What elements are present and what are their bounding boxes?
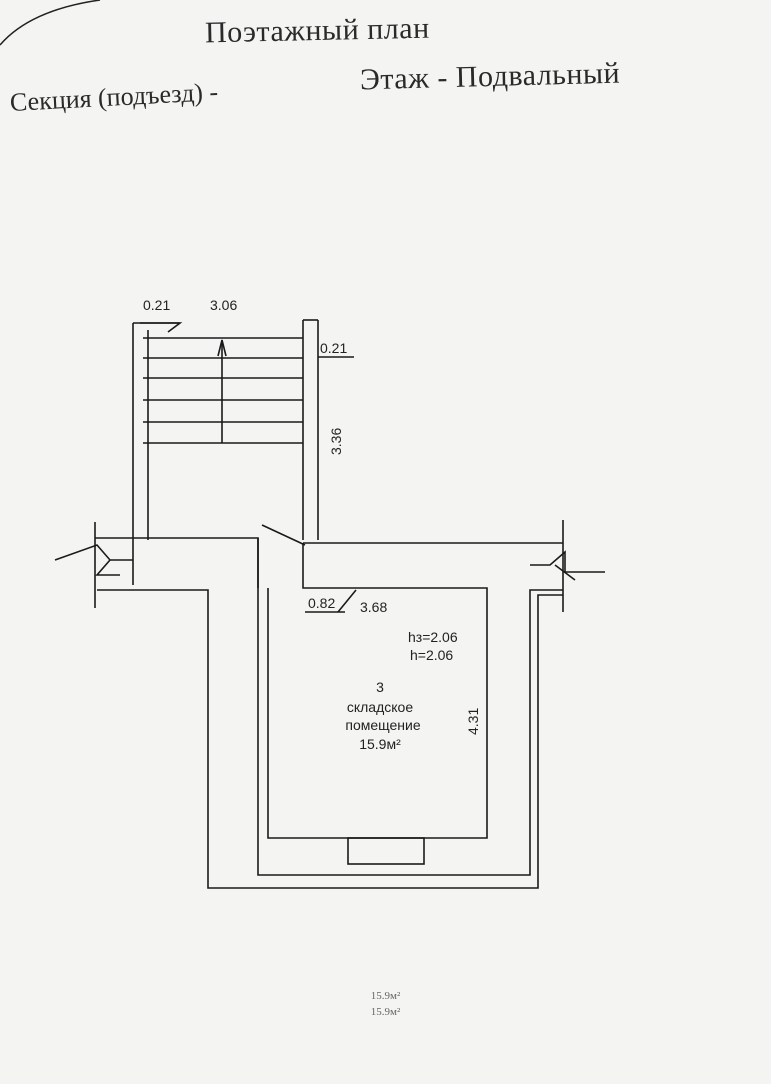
room-length-dimension: 4.31 — [465, 708, 481, 735]
room-wall-dimension: 0.82 — [308, 595, 335, 611]
stair-wall-left-dimension: 0.21 — [143, 297, 170, 313]
outer-walls — [94, 520, 564, 889]
total-area-line1: 15.9м² — [370, 990, 401, 1002]
room-h-label: h=2.06 — [410, 647, 453, 663]
stair-length-dimension: 3.36 — [328, 428, 344, 455]
room-hz-label: hз=2.06 — [408, 629, 458, 645]
total-area-line2: 15.9м² — [370, 1006, 401, 1018]
wall-break-lines — [54, 544, 605, 581]
room-walls — [257, 524, 488, 865]
stair-width-dimension: 3.06 — [210, 297, 237, 313]
room-area: 15.9м² — [359, 736, 401, 752]
room-name-line1: складское — [347, 699, 413, 715]
room-number: 3 — [376, 679, 384, 695]
stair-wall-right-dimension: 0.21 — [320, 340, 347, 356]
stair-treads — [143, 337, 303, 444]
dimension-leaders — [140, 322, 357, 613]
stair-walls — [132, 319, 319, 585]
room-width-dimension: 3.68 — [360, 599, 387, 615]
room-name-line2: помещение — [345, 717, 420, 733]
